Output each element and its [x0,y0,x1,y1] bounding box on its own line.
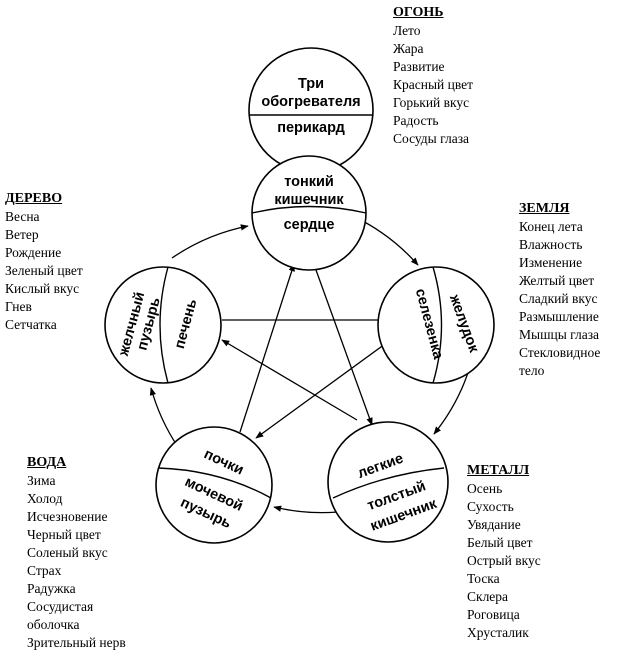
water-heading: ВОДА [27,455,67,470]
element-wood: ДЕРЕВО Весна Ветер Рождение Зеленый цвет… [5,190,83,334]
wood-heading: ДЕРЕВО [5,191,63,206]
metal-attr-item: Хрусталик [467,625,529,640]
water-attr-item: Исчезновение [27,509,108,524]
wood-attr-item: Весна [5,209,40,224]
wood-attr-item: Кислый вкус [5,281,80,296]
metal-attr-item: Белый цвет [467,535,533,550]
wood-attributes: Весна Ветер Рождение Зеленый цвет Кислый… [5,208,83,334]
metal-attr-item: Увядание [467,517,521,532]
arrow-water-to-wood [149,387,179,448]
heart-label: сердце [284,217,335,233]
element-earth: ЗЕМЛЯ Конец лета Влажность Изменение Жел… [519,200,600,380]
metal-attributes: Осень Сухость Увядание Белый цвет Острый… [467,480,541,642]
metal-attr-item: Осень [467,481,503,496]
water-attr-item: Страх [27,563,62,578]
metal-attr-item: Сухость [467,499,514,514]
fire-attr-item: Развитие [393,59,445,74]
water-attributes: Зима Холод Исчезновение Черный цвет Соле… [27,472,126,652]
triple-warmer-label-1: Три [298,76,324,92]
organ-earth: желудок селезенка [377,266,495,384]
small-intestine-label-1: тонкий [284,174,334,190]
organ-triple-warmer: Три обогревателя перикард [248,47,374,173]
organ-water: почки мочевой пузырь [155,426,273,544]
organ-metal: легкие толстый кишечник [327,421,449,543]
fire-attr-item: Красный цвет [393,77,474,92]
earth-attr-item: Желтый цвет [519,273,595,288]
earth-attr-item: Изменение [519,255,583,270]
metal-heading: МЕТАЛЛ [467,463,530,478]
fire-attributes: Лето Жара Развитие Красный цвет Горький … [393,22,473,148]
fire-attr-item: Лето [393,23,421,38]
organ-wood: желчный пузырь печень [104,266,222,384]
metal-attr-item: Роговица [467,607,520,622]
water-attr-item: Зима [27,473,56,488]
fire-attr-item: Сосуды глаза [393,131,470,146]
arrow-metal-to-wood [221,339,358,421]
element-water: ВОДА Зима Холод Исчезновение Черный цвет… [27,454,126,652]
water-attr-item: Холод [27,491,63,506]
organ-heart: тонкий кишечник сердце [251,155,367,271]
arrow-wood-to-heart [171,224,249,259]
fire-heading: ОГОНЬ [393,5,444,20]
arrow-metal-to-water [273,505,339,514]
water-attr-item: Сосудистая [27,599,94,614]
earth-attr-item: Сладкий вкус [519,291,598,306]
wood-attr-item: Гнев [5,299,32,314]
element-metal: МЕТАЛЛ Осень Сухость Увядание Белый цвет… [467,462,541,642]
fire-attr-item: Радость [393,113,439,128]
metal-attr-item: Тоска [467,571,500,586]
wood-attr-item: Сетчатка [5,317,57,332]
water-attr-item: Радужка [27,581,76,596]
water-attr-item: Соленый вкус [27,545,108,560]
metal-attr-item: Склера [467,589,509,604]
earth-attr-item: Стекловидное [519,345,601,360]
arrow-earth-to-water [255,335,397,439]
earth-attr-item: Конец лета [519,219,583,234]
fire-attr-item: Горький вкус [393,95,470,110]
wood-attr-item: Рождение [5,245,62,260]
element-fire: ОГОНЬ Лето Жара Развитие Красный цвет Го… [393,4,473,148]
water-attr-item: Черный цвет [27,527,101,542]
earth-attr-item: Влажность [519,237,583,252]
earth-attributes: Конец лета Влажность Изменение Желтый цв… [519,218,600,380]
water-attr-item: Зрительный нерв [27,635,126,650]
arrow-heart-to-metal [315,269,373,426]
metal-attr-item: Острый вкус [467,553,541,568]
pericardium-label: перикард [277,120,345,136]
water-attr-item: оболочка [27,617,80,632]
small-intestine-label-2: кишечник [274,192,344,208]
fire-attr-item: Жара [393,41,424,56]
arrow-water-to-heart [239,263,295,433]
wood-attr-item: Ветер [5,227,39,242]
arrow-heart-to-earth [356,217,419,266]
triple-warmer-label-2: обогревателя [261,94,360,110]
control-star [221,263,397,439]
earth-heading: ЗЕМЛЯ [519,201,570,216]
earth-attr-item: Размышление [519,309,599,324]
earth-attr-item: Мышцы глаза [519,327,600,342]
wood-attr-item: Зеленый цвет [5,263,83,278]
earth-attr-item: тело [519,363,545,378]
